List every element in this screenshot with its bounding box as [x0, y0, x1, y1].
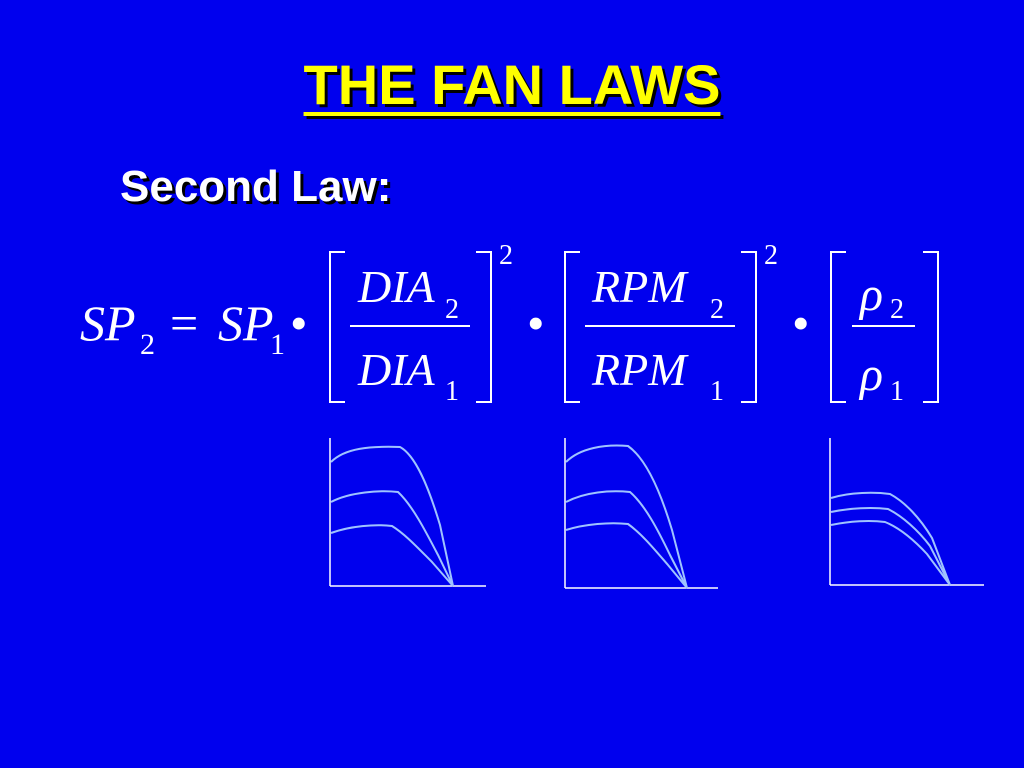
ratio-numerator-subscript: 2 [890, 294, 904, 325]
fan-curve-low [830, 520, 951, 586]
fan-curve-high [565, 444, 688, 589]
lhs-subscript: 2 [140, 328, 155, 361]
ratio-exponent: 2 [499, 240, 513, 271]
ratio-numerator-symbol: RPM [591, 261, 689, 312]
ratio-rpm: RPM 2 RPM 1 2 [564, 240, 778, 407]
ratio-denominator-subscript: 1 [445, 376, 459, 407]
left-bracket [830, 251, 846, 403]
fan-curves-density [829, 438, 984, 586]
fan-curve-mid [565, 490, 688, 589]
ratio-density: ρ 2 ρ 1 [830, 251, 939, 407]
right-bracket [476, 251, 492, 403]
fan-curve-mid [330, 490, 454, 587]
second-law-equation: SP 2 = SP 1 • DIA 2 DIA 1 2 • RPM 2 RPM … [80, 240, 939, 407]
equals-sign: = [170, 295, 198, 351]
ratio-denominator-symbol: DIA [357, 344, 436, 395]
fan-curves-rpm [564, 438, 718, 589]
left-bracket [564, 251, 580, 403]
ratio-denominator-subscript: 1 [710, 376, 724, 407]
fan-curve-high [830, 491, 951, 586]
fan-curve-low [565, 522, 688, 589]
fan-curve-high [330, 445, 454, 587]
ratio-denominator-subscript: 1 [890, 376, 904, 407]
right-bracket [923, 251, 939, 403]
rhs-base-subscript: 1 [270, 328, 285, 361]
ratio-denominator-symbol: ρ [858, 348, 883, 401]
fan-curve-low [330, 524, 454, 587]
slide-subtitle: Second Law: [120, 162, 392, 211]
fan-curve-mid [830, 507, 951, 586]
slide-title: THE FAN LAWS [303, 53, 721, 116]
rhs-base-symbol: SP [218, 295, 274, 351]
right-bracket [741, 251, 757, 403]
ratio-numerator-symbol: ρ [858, 268, 883, 321]
ratio-denominator-symbol: RPM [591, 344, 689, 395]
lhs-symbol: SP [80, 295, 136, 351]
fan-curves-diameter [329, 438, 486, 587]
ratio-numerator-subscript: 2 [710, 294, 724, 325]
ratio-numerator-subscript: 2 [445, 294, 459, 325]
ratio-numerator-symbol: DIA [357, 261, 436, 312]
ratio-diameter: DIA 2 DIA 1 2 [329, 240, 513, 407]
left-bracket [329, 251, 345, 403]
multiply-dot-1: • [290, 295, 308, 351]
multiply-dot-3: • [792, 295, 810, 351]
ratio-exponent: 2 [764, 240, 778, 271]
fan-curve-sketches [329, 438, 984, 589]
multiply-dot-2: • [527, 295, 545, 351]
